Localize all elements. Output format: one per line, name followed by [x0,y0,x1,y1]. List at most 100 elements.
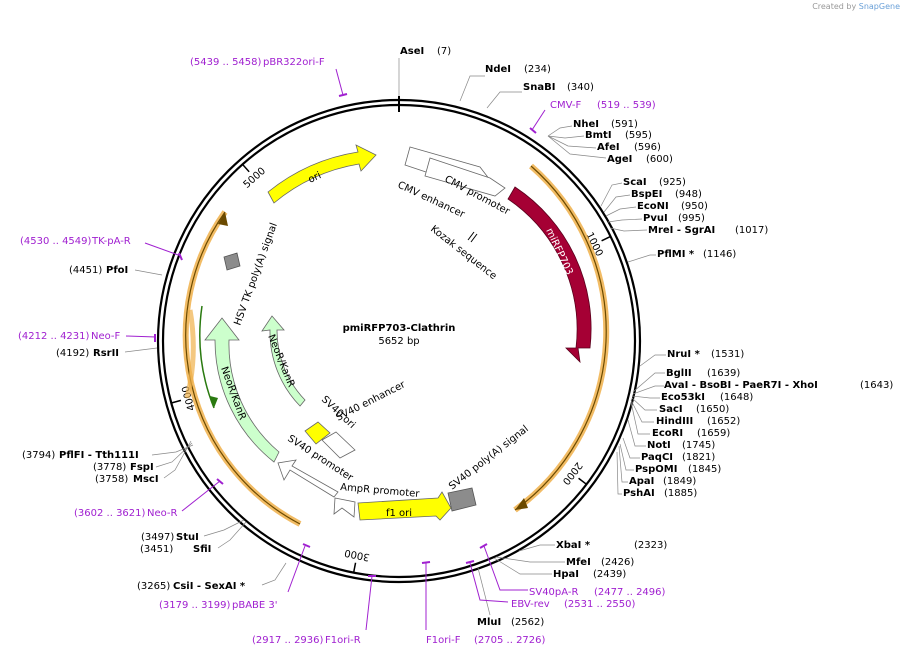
primer-sv40pa-r[interactable]: SV40pA-R [529,587,578,598]
label-ori: ori [307,170,323,185]
primer-ebv-rev[interactable]: EBV-rev [511,599,550,610]
site-hindiii[interactable]: HindIII [656,416,693,427]
site-ecori[interactable]: EcoRI [652,428,683,439]
site-pshai[interactable]: PshAI [623,488,655,499]
site-econi[interactable]: EcoNI [637,201,669,212]
site-paqci-pos: (1821) [682,452,715,463]
label-sv40-enhancer: SV40 enhancer [334,379,408,424]
feature-ampr-promoter[interactable] [333,497,356,518]
label-neor-kanr-inner: NeoR/KanR [265,333,296,389]
site-bglii[interactable]: BglII [666,368,692,379]
primer-tk-pa-r[interactable]: TK-pA-R [91,236,131,247]
primer-cmv-f-pos: (519 .. 539) [597,100,656,111]
site-saci[interactable]: SacI [659,404,683,415]
site-noti[interactable]: NotI [647,440,671,451]
site-ecori-pos: (1659) [697,428,730,439]
site-sfii[interactable]: SfiI [193,544,211,555]
site-saci-pos: (1650) [696,404,729,415]
site-econi-pos: (950) [681,201,708,212]
site-bspei-pos: (948) [675,189,702,200]
primer-neo-r[interactable]: Neo-R [147,508,178,519]
neor-orf-head [218,212,228,226]
feature-sv40-promoter[interactable] [277,459,339,498]
feature-cmv-promoter[interactable] [424,157,506,197]
site-nhei[interactable]: NheI [573,119,599,130]
primers: (5439 .. 5458) pBR322ori-F CMV-F (519 ..… [18,57,666,646]
site-csii-pos: (3265) [137,581,170,592]
site-nrui[interactable]: NruI * [667,349,701,360]
site-mlui[interactable]: MluI [477,617,501,628]
primer-pbabe[interactable]: pBABE 3' [232,600,278,611]
site-pfoi[interactable]: PfoI [106,265,128,276]
feature-sv40-ori[interactable] [304,421,331,445]
site-stui-pos: (3497) [141,532,174,543]
feature-sv40-polya[interactable] [447,487,477,512]
scale-tick [241,163,250,173]
site-agei[interactable]: AgeI [607,154,632,165]
site-mrei-sgrai[interactable]: MreI - SgrAI [648,225,715,236]
feature-neor-kanr-inner[interactable] [261,315,306,407]
site-ndei-pos: (234) [524,64,551,75]
site-fspi[interactable]: FspI [130,462,154,473]
site-noti-pos: (1745) [682,440,715,451]
site-bspei[interactable]: BspEI [631,189,662,200]
label-ampr-promoter: AmpR promoter [340,482,421,500]
site-paqci[interactable]: PaqCI [641,452,673,463]
site-pflfi-tth111i[interactable]: PflFI - Tth111I [59,450,139,461]
site-pvui-pos: (995) [678,213,705,224]
site-bmti-pos: (595) [625,130,652,141]
scale-tick-label: 5000 [242,166,268,191]
site-ndei[interactable]: NdeI [485,64,511,75]
site-mfei-pos: (2426) [601,557,634,568]
site-msci[interactable]: MscI [133,474,159,485]
site-rsrii[interactable]: RsrII [93,348,119,359]
site-xhoi-group[interactable]: AvaI - BsoBI - PaeR7I - XhoI [664,380,818,391]
site-mlui-pos: (2562) [511,617,544,628]
primer-f1ori-r[interactable]: F1ori-R [325,635,361,646]
mirfp703-orf-line [514,165,607,511]
site-snabi[interactable]: SnaBI [523,82,555,93]
site-pflmi-pos: (1146) [703,249,736,260]
site-csii-sexai[interactable]: CsiI - SexAI * [173,581,246,592]
primer-neo-f-pos: (4212 .. 4231) [18,331,90,342]
feature-neor-kanr-outer[interactable] [204,317,280,463]
site-pflmi[interactable]: PflMI * [657,249,695,260]
site-hpai[interactable]: HpaI [553,569,579,580]
feature-ori[interactable] [267,144,377,204]
feature-hsv-tk-polya[interactable] [223,252,241,271]
site-eco53ki[interactable]: Eco53kI [661,392,705,403]
feature-sv40-enhancer[interactable] [321,431,356,459]
neo-inner-orf [199,305,215,409]
site-pspomi[interactable]: PspOMI [635,464,677,475]
plasmid-name: pmiRFP703-Clathrin [343,323,456,334]
primer-pbr322ori-f-pos: (5439 .. 5458) [190,57,262,68]
mirfp703-orf-head [515,498,528,510]
site-afei[interactable]: AfeI [597,142,620,153]
label-f1-ori: f1 ori [386,508,412,519]
primer-f1ori-f[interactable]: F1ori-F [426,635,461,646]
site-scai[interactable]: ScaI [623,177,647,188]
site-scai-pos: (925) [659,177,686,188]
primer-neo-f[interactable]: Neo-F [91,331,121,342]
site-xhoi-group-pos: (1643) [860,380,893,391]
site-pshai-pos: (1885) [664,488,697,499]
plasmid-length: 5652 bp [378,336,419,347]
feature-kozak-mark [467,231,475,241]
site-asei-pos: (7) [437,46,451,57]
site-stui[interactable]: StuI [176,532,199,543]
site-pvui[interactable]: PvuI [643,213,668,224]
site-xbai[interactable]: XbaI * [556,540,591,551]
primer-pbr322ori-f[interactable]: pBR322ori-F [263,57,325,68]
site-apai[interactable]: ApaI [629,476,654,487]
site-apai-pos: (1849) [663,476,696,487]
site-asei[interactable]: AseI [400,46,424,57]
primer-sv40pa-r-pos: (2477 .. 2496) [594,587,666,598]
site-bmti[interactable]: BmtI [585,130,612,141]
feature-f1-ori[interactable] [357,491,452,521]
feature-mirfp703[interactable] [507,186,592,364]
scale-tick [171,399,182,404]
primer-cmv-f[interactable]: CMV-F [550,100,581,111]
site-mfei[interactable]: MfeI [566,557,591,568]
site-pfoi-pos: (4451) [69,265,102,276]
